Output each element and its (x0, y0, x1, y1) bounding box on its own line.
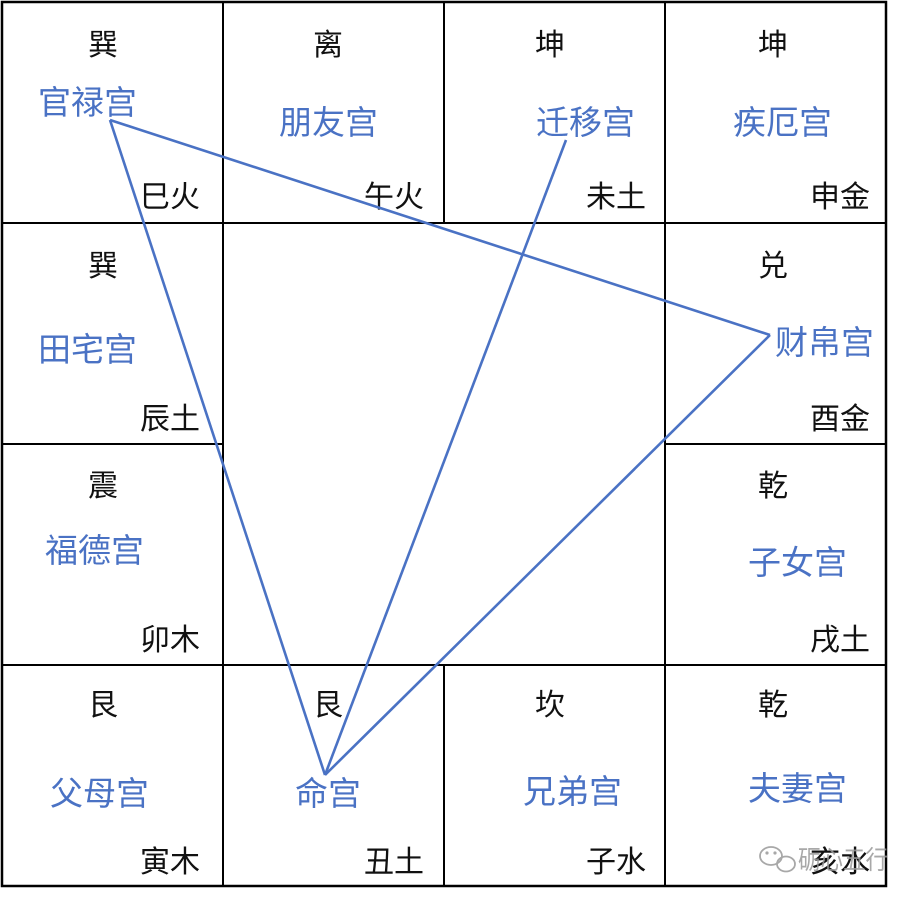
trigram-label: 乾 (758, 469, 788, 504)
trigram-label: 离 (313, 28, 343, 63)
trigram-label: 震 (88, 469, 118, 504)
line-ming-to-qianyi (323, 139, 568, 776)
branch-element: 申金 (810, 180, 870, 215)
branch-element: 辰土 (140, 402, 200, 437)
center-area (222, 222, 666, 666)
palace-name: 父母宫 (50, 774, 149, 813)
branch-element: 丑土 (364, 845, 424, 880)
cells-layer: 巽官禄宫巳火离朋友宫午火坤迁移宫未土坤疾厄宫申金巽田宅宫辰土兑财帛宫酉金震福德宫… (0, 0, 888, 888)
branch-element: 酉金 (810, 402, 870, 437)
palace-name: 夫妻宫 (748, 769, 847, 808)
branch-element: 未土 (586, 180, 646, 215)
palace-name: 迁移宫 (536, 103, 635, 142)
palace-name: 子女宫 (748, 543, 847, 582)
wechat-icon (759, 846, 796, 873)
line-caibo-to-ming (324, 334, 771, 776)
trigram-label: 坤 (535, 28, 565, 63)
palace-name: 疾厄宫 (733, 103, 832, 142)
triangle-lines (108, 118, 771, 776)
watermark: 砺心五行 (759, 846, 888, 876)
palace-name: 田宅宫 (38, 330, 137, 369)
line-guanlu-to-caibo (109, 118, 771, 337)
trigram-label: 坎 (535, 688, 565, 723)
branch-element: 子水 (586, 845, 646, 880)
palace-name: 福德宫 (45, 531, 144, 570)
palace-name: 兄弟宫 (523, 772, 622, 811)
palace-name: 命宫 (295, 774, 361, 813)
line-to-guanlu (108, 119, 327, 776)
chart-outer-border (0, 0, 888, 888)
watermark-text: 砺心五行 (798, 846, 888, 876)
trigram-label: 乾 (758, 688, 788, 723)
palace-name: 朋友宫 (279, 103, 378, 142)
branch-element: 午火 (364, 180, 424, 215)
trigram-label: 坤 (758, 28, 788, 63)
trigram-label: 巽 (88, 28, 118, 63)
palace-name: 官禄宫 (38, 83, 137, 122)
palace-name: 财帛宫 (775, 323, 874, 362)
branch-element: 戌土 (810, 623, 870, 658)
branch-element: 巳火 (140, 180, 200, 215)
trigram-label: 巽 (88, 249, 118, 284)
trigram-label: 艮 (88, 688, 118, 723)
trigram-label: 艮 (313, 688, 343, 723)
branch-element: 寅木 (140, 845, 200, 880)
branch-element: 亥水 (810, 845, 870, 880)
branch-element: 卯木 (140, 623, 200, 658)
trigram-label: 兑 (758, 249, 788, 284)
